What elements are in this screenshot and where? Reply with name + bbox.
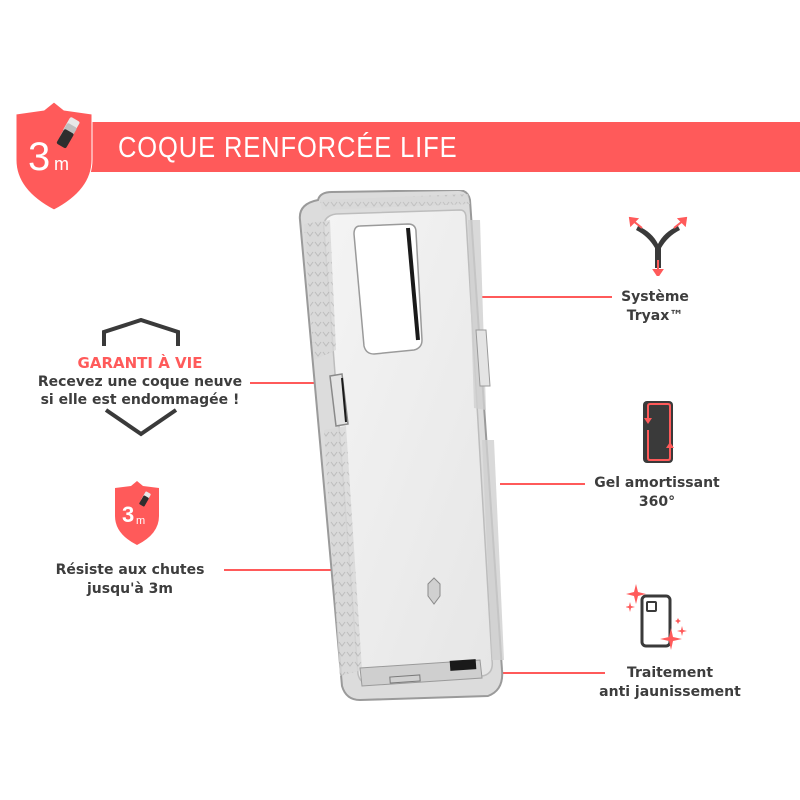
warranty-line1: Recevez une coque neuve: [37, 374, 243, 390]
gel-line2: 360°: [638, 494, 676, 510]
shield-drop-icon: 3 m: [14, 100, 94, 212]
phone-rotate-icon: [642, 400, 674, 464]
warranty-line2: si elle est endommagée !: [40, 392, 240, 408]
connector-line-antiyellow: [480, 672, 605, 674]
connector-line-warranty: [250, 382, 330, 384]
connector-line-gel: [500, 483, 585, 485]
page-title: COQUE RENFORCÉE LIFE: [118, 132, 458, 164]
svg-text:m: m: [54, 154, 69, 174]
svg-text:3: 3: [122, 502, 134, 527]
tryax-line1: Système: [621, 289, 689, 305]
tryax-line2: Tryax™: [626, 308, 684, 324]
connector-line-tryax: [482, 296, 612, 298]
drop-line2: jusqu'à 3m: [86, 581, 174, 597]
badge-number: 3: [28, 135, 50, 179]
gel-line1: Gel amortissant: [594, 475, 720, 491]
shield-drop-icon-small: 3 m: [113, 480, 161, 546]
shield-outline-icon: [96, 317, 186, 438]
svg-text:m: m: [136, 515, 145, 527]
antiyellow-line1: Traitement: [626, 665, 714, 681]
antiyellow-line2: anti jaunissement: [599, 684, 741, 700]
tryax-arrows-icon: [628, 216, 688, 278]
clear-phone-case: [290, 188, 530, 710]
connector-line-drop: [224, 569, 346, 571]
warranty-title: GARANTI À VIE: [77, 354, 203, 372]
drop-line1: Résiste aux chutes: [55, 562, 205, 578]
phone-sparkle-icon: [625, 584, 692, 650]
header-banner: [80, 122, 800, 172]
